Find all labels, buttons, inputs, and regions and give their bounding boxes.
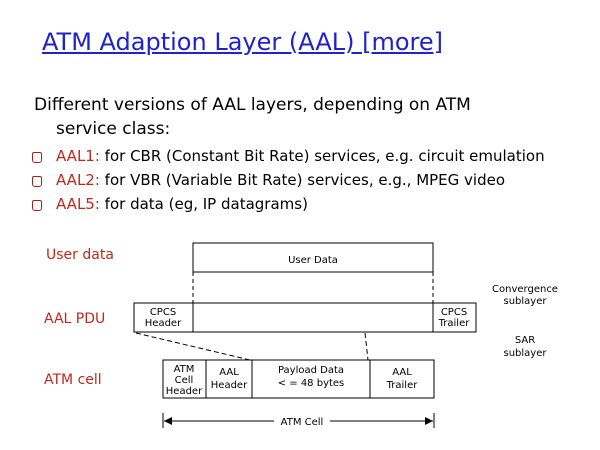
convergence-line-2: sublayer bbox=[504, 296, 548, 307]
label-user-data: User data bbox=[46, 247, 114, 263]
aal-pdu-box bbox=[133, 302, 477, 333]
aal-trailer-line-2: Trailer bbox=[386, 380, 419, 391]
intro-text: Different versions of AAL layers, depend… bbox=[34, 93, 574, 141]
list-item: AAL1: for CBR (Constant Bit Rate) servic… bbox=[32, 144, 545, 168]
dashed-connector bbox=[135, 332, 251, 361]
aal-version-list: AAL1: for CBR (Constant Bit Rate) servic… bbox=[32, 144, 545, 216]
aal-key: AAL1: bbox=[56, 147, 100, 165]
bullet-box-icon bbox=[32, 200, 42, 211]
aal-key: AAL5: bbox=[56, 195, 100, 213]
aal-desc: for data (eg, IP datagrams) bbox=[99, 195, 308, 213]
dashed-connector bbox=[364, 332, 369, 361]
atm-cell-header-line-2: Cell bbox=[175, 375, 194, 386]
aal-desc: for CBR (Constant Bit Rate) services, e.… bbox=[99, 147, 545, 165]
cpcs-header-line-2: Header bbox=[145, 318, 182, 329]
intro-line-1: Different versions of AAL layers, depend… bbox=[34, 95, 471, 115]
sar-line-2: sublayer bbox=[504, 348, 548, 359]
atm-cell-span-label: ATM Cell bbox=[281, 417, 324, 428]
aal-desc: for VBR (Variable Bit Rate) services, e.… bbox=[99, 171, 506, 189]
atm-cell-box bbox=[162, 359, 435, 399]
convergence-line-1: Convergence bbox=[492, 284, 558, 295]
aal-key: AAL2: bbox=[56, 171, 100, 189]
bullet-box-icon bbox=[32, 152, 42, 163]
list-item: AAL5: for data (eg, IP datagrams) bbox=[32, 192, 545, 216]
aal-header-line-1: AAL bbox=[219, 367, 239, 378]
user-data-box bbox=[192, 242, 434, 273]
cpcs-trailer-line-1: CPCS bbox=[441, 307, 467, 318]
aal-trailer-line-1: AAL bbox=[392, 367, 412, 378]
label-aal-pdu: AAL PDU bbox=[44, 311, 105, 327]
user-data-box-label: User Data bbox=[288, 255, 338, 266]
aal-header-line-2: Header bbox=[211, 380, 248, 391]
payload-line-1: Payload Data bbox=[278, 365, 344, 376]
cpcs-trailer-line-2: Trailer bbox=[438, 318, 471, 329]
intro-line-2: service class: bbox=[56, 119, 171, 139]
list-item: AAL2: for VBR (Variable Bit Rate) servic… bbox=[32, 168, 545, 192]
atm-cell-header-line-1: ATM bbox=[174, 364, 195, 375]
label-atm-cell: ATM cell bbox=[44, 372, 102, 388]
bullet-box-icon bbox=[32, 176, 42, 187]
payload-line-2: < = 48 bytes bbox=[278, 378, 345, 389]
page-title: ATM Adaption Layer (AAL) [more] bbox=[42, 28, 443, 56]
sar-line-1: SAR bbox=[515, 335, 535, 346]
atm-cell-header-line-3: Header bbox=[166, 386, 203, 397]
cpcs-header-line-1: CPCS bbox=[150, 307, 176, 318]
